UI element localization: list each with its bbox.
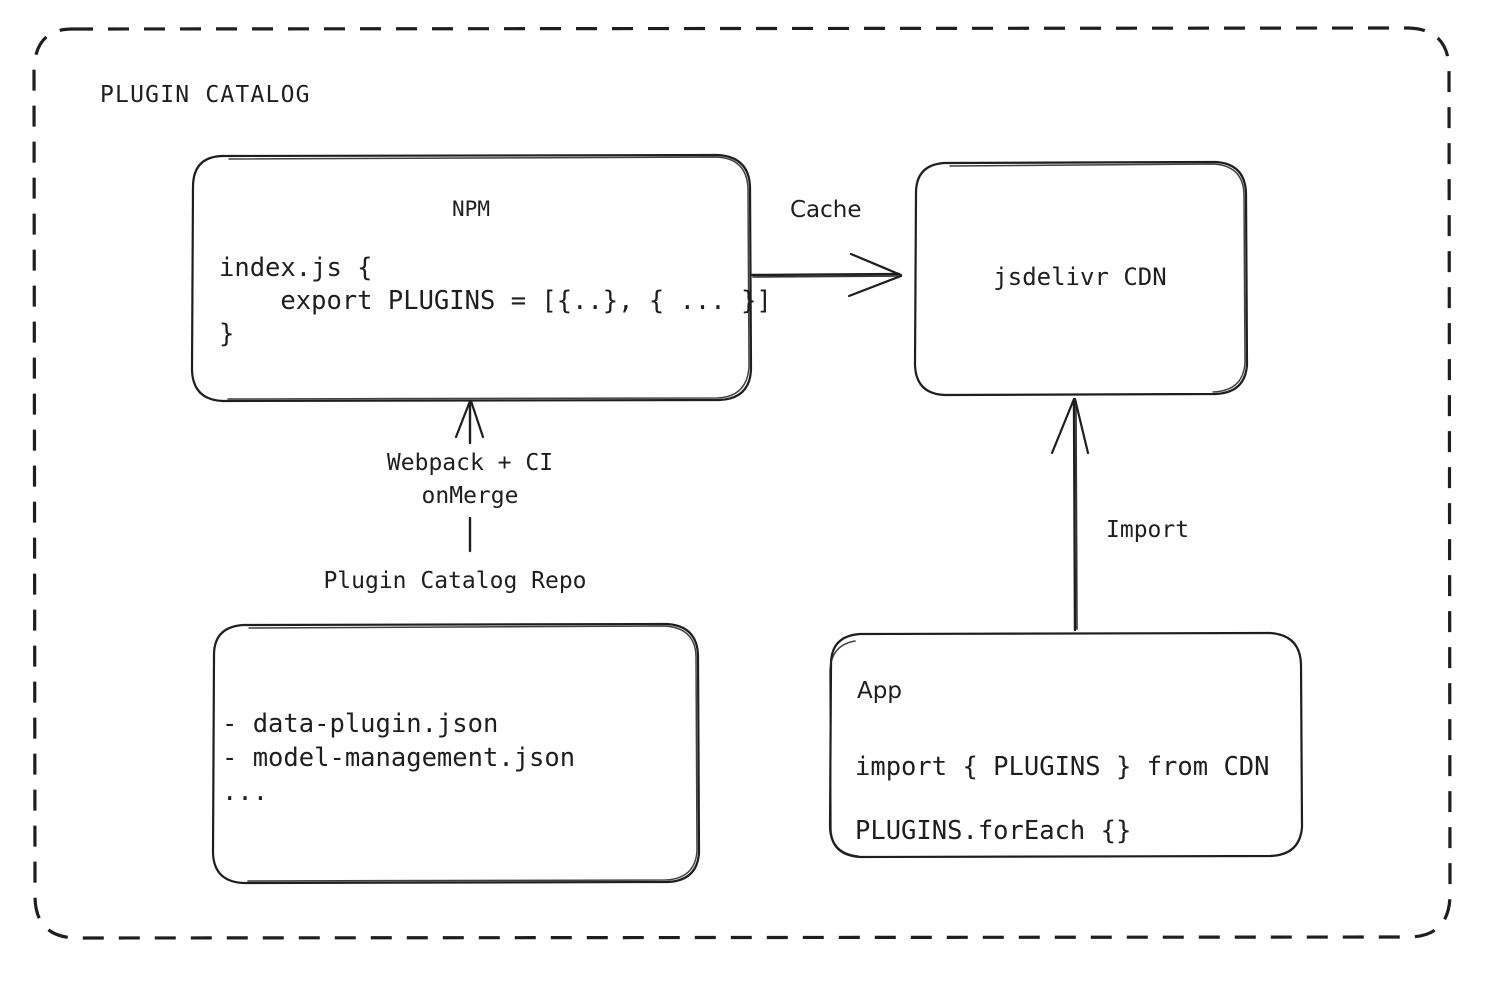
repo-box-title: Plugin Catalog Repo — [323, 568, 587, 594]
npm-box-outline-sketch — [227, 156, 750, 400]
npm-box-code: index.js { export PLUGINS = [{..}, { ...… — [219, 253, 772, 349]
repo-box-outline — [211, 622, 701, 885]
cdn-box-title: jsdelivr CDN — [993, 263, 1167, 291]
import-edge-label: Import — [1106, 517, 1190, 543]
app-box-title: App — [857, 678, 902, 704]
webpack-arrow — [454, 399, 485, 553]
cache-arrow — [750, 252, 903, 298]
cdn-box-outline-sketch — [949, 163, 1246, 393]
repo-box-file-list: - data-plugin.json - model-management.js… — [222, 709, 576, 807]
app-box-code: import { PLUGINS } from CDN PLUGINS.forE… — [855, 752, 1270, 846]
plugin-catalog-frame — [32, 26, 1452, 940]
import-arrow — [1050, 397, 1090, 632]
repo-box-outline-sketch — [247, 625, 698, 882]
app-box-outline-sketch — [829, 640, 859, 857]
webpack-edge-label: Webpack + CI onMerge — [386, 450, 554, 509]
npm-box-title: NPM — [452, 197, 490, 221]
cache-edge-label: Cache — [790, 197, 862, 223]
app-box-outline — [828, 631, 1304, 859]
npm-box-outline — [190, 153, 753, 403]
frame-title: PLUGIN CATALOG — [100, 82, 311, 108]
cdn-box-outline — [913, 160, 1249, 397]
